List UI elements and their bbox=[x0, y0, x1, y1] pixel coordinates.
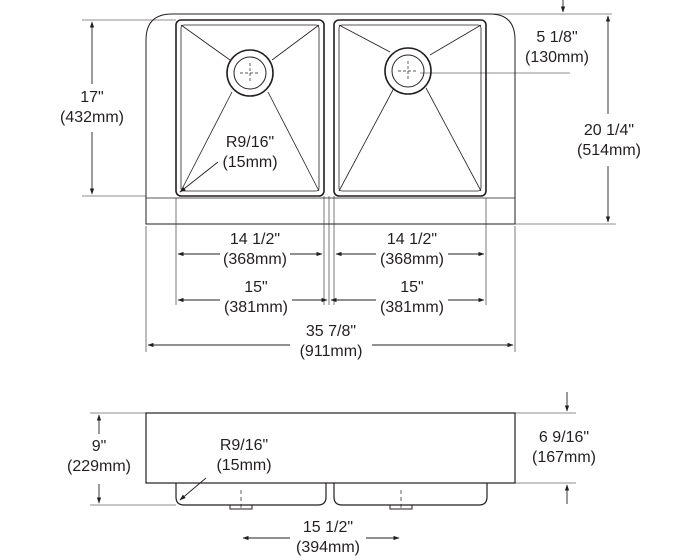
left-bowl bbox=[175, 19, 325, 197]
dim-right-inner-mm: (368mm) bbox=[380, 251, 444, 268]
dim-left-outer-inches: 15" bbox=[244, 279, 267, 296]
front-radius-label-mm: (15mm) bbox=[216, 457, 271, 474]
left-bowl-bottom bbox=[175, 483, 327, 506]
dim-bowl-depth-inches: 6 9/16" bbox=[539, 429, 589, 446]
right-bowl-bottom bbox=[333, 483, 488, 506]
front-radius-label-inches: R9/16" bbox=[220, 437, 268, 454]
dim-overall-width-mm: (911mm) bbox=[300, 343, 363, 360]
dim-depth-mm: (432mm) bbox=[60, 109, 124, 126]
dim-left-inner-inches: 14 1/2" bbox=[230, 231, 280, 248]
dim-drain-offset-mm: (130mm) bbox=[525, 49, 589, 66]
dim-right-inner-inches: 14 1/2" bbox=[387, 231, 437, 248]
sink-outline bbox=[145, 13, 516, 225]
left-drain-inner bbox=[233, 56, 267, 90]
radius-label-mm: (15mm) bbox=[222, 154, 277, 171]
radius-label-inches: R9/16" bbox=[226, 134, 274, 151]
dim-depth-inches: 17" bbox=[80, 89, 103, 106]
left-drain-outer bbox=[226, 49, 274, 97]
dim-drain-spacing-mm: (394mm) bbox=[296, 539, 360, 556]
dim-left-outer-mm: (381mm) bbox=[224, 299, 288, 316]
dim-height-inches: 9" bbox=[92, 438, 107, 455]
right-drain-outer bbox=[384, 47, 432, 95]
front-view: 9" (229mm) R9/16" (15mm) 6 9/16" (167mm)… bbox=[67, 392, 596, 556]
dim-overall-depth-mm: (514mm) bbox=[577, 142, 641, 159]
right-drain-inner bbox=[391, 54, 425, 88]
right-bowl bbox=[333, 19, 487, 197]
apron-front bbox=[145, 412, 516, 484]
dim-overall-depth-inches: 20 1/4" bbox=[584, 122, 634, 139]
top-view: 17" (432mm) R9/16" (15mm) 5 1/8" (130mm)… bbox=[60, 0, 641, 360]
dim-left-inner-mm: (368mm) bbox=[223, 251, 287, 268]
dim-drain-offset-inches: 5 1/8" bbox=[536, 29, 577, 46]
dim-height-mm: (229mm) bbox=[67, 458, 131, 475]
dim-bowl-depth-mm: (167mm) bbox=[532, 449, 596, 466]
dim-right-outer-mm: (381mm) bbox=[380, 299, 444, 316]
dim-drain-spacing-inches: 15 1/2" bbox=[303, 519, 353, 536]
dim-right-outer-inches: 15" bbox=[400, 279, 423, 296]
dim-overall-width-inches: 35 7/8" bbox=[306, 323, 356, 340]
